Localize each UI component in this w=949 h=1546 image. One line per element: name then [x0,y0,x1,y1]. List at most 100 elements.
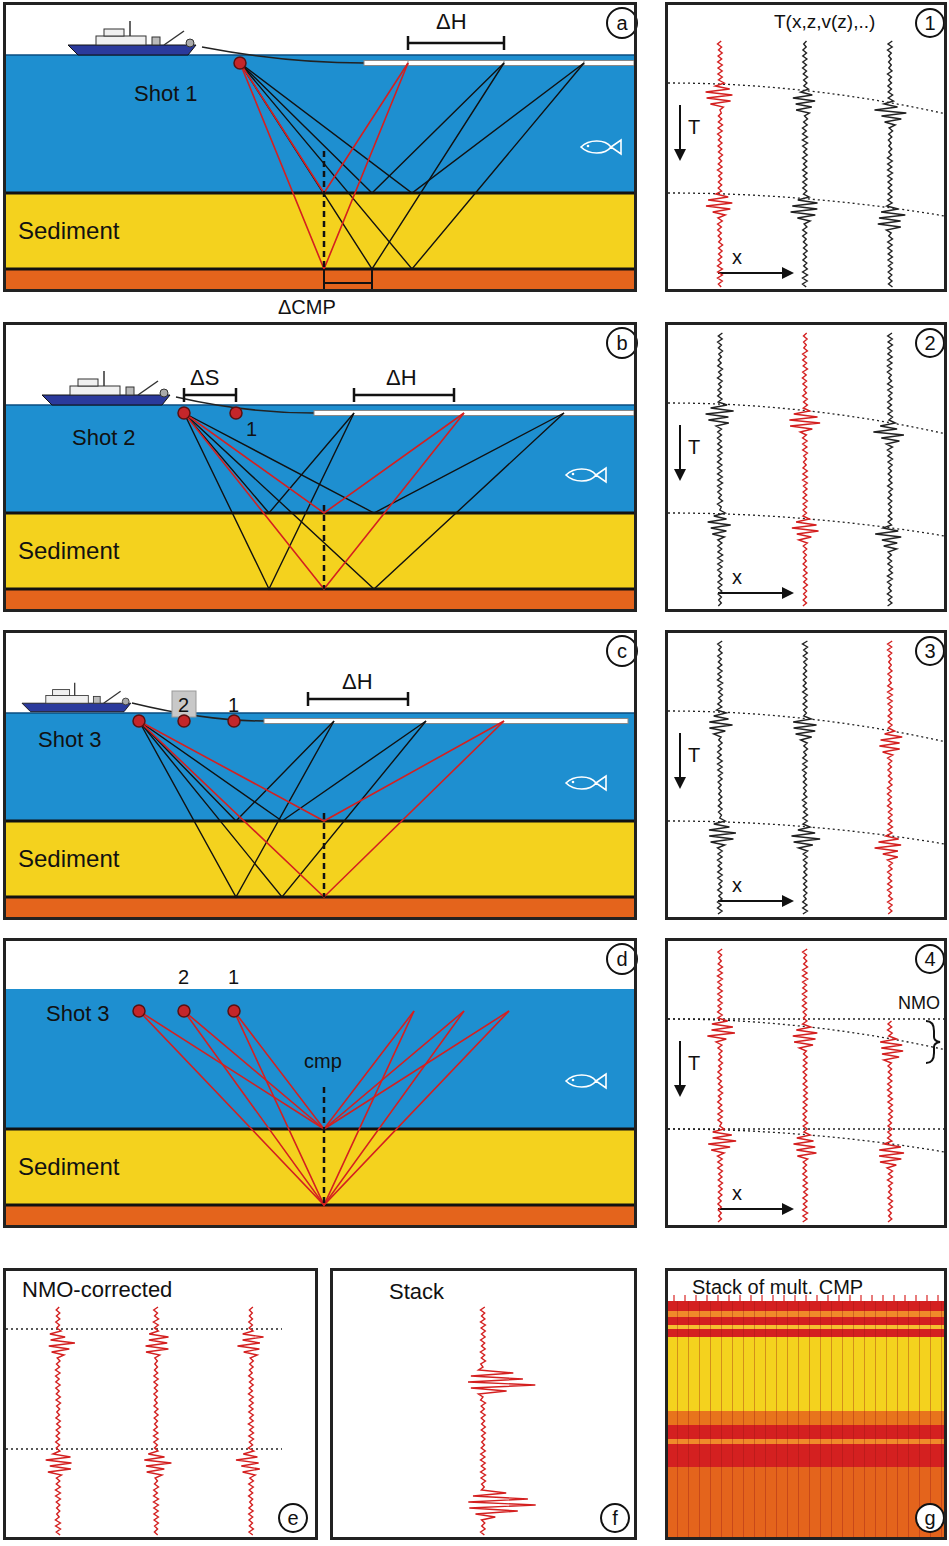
illustration-polyline [234,1011,414,1205]
illustration-rect [668,1467,944,1537]
traveltime-curve [6,1448,282,1449]
illustration-rect [668,1311,944,1317]
illustration-path [721,1301,722,1537]
illustration-g [408,60,584,66]
illustration-path [732,1301,733,1537]
illustration-path [677,1301,678,1537]
illustration-line [926,1295,928,1301]
illustration-circle [279,1504,307,1532]
illustration-line [408,42,504,45]
illustration-line [323,151,326,269]
figure-panel: cShot 321ΔHSediment [3,630,637,920]
illustration-line [323,505,326,589]
panel-label: NMO [898,993,940,1015]
figure-panel: Stackf [330,1268,637,1540]
illustration-circle [916,9,944,37]
panel-letter: a [607,11,637,35]
seismic-trace [707,949,736,1222]
illustration-line [323,269,325,289]
illustration-polyline [184,413,354,513]
panel-label: x [732,565,742,589]
illustration-line [871,1295,873,1301]
figure-panel: 3Tx [665,630,947,920]
seismic-trace [468,1307,536,1535]
illustration-g [184,413,464,589]
axis-arrow [782,267,794,279]
illustration-path [798,1301,799,1537]
seismic-traces [6,41,944,1535]
panel-label: T [688,743,700,767]
illustration-circle [607,944,637,974]
illustration-path [743,1301,744,1537]
panel-label: Stack [389,1279,444,1305]
illustration-path [875,1301,876,1537]
illustration-line [6,1204,634,1207]
illustration-line [324,282,372,284]
offset-axis [718,1208,786,1210]
illustration-rect [668,1325,944,1329]
illustration-line [407,692,410,706]
figure-panel: 1T(x,z,v(z),..)Tx [665,2,947,292]
illustration-use [68,21,196,55]
illustration-line [184,394,236,397]
illustration-g [139,721,426,897]
illustration-line [6,588,634,591]
stack-image [668,1271,944,1537]
panel-letter: 4 [915,947,945,971]
traveltime-curve [6,1328,282,1329]
axis-arrow [674,1085,686,1097]
trace-panels-art [916,9,944,1063]
illustration-rect [6,1129,634,1205]
axis-arrow [782,1203,794,1215]
panel-label: ΔH [342,669,373,695]
illustration-rect [6,405,634,513]
illustration-path [202,47,364,63]
illustration-g [240,63,408,269]
illustration-line [323,813,326,897]
offset-axis [718,900,786,902]
illustration-path [787,1301,788,1537]
illustration-path [809,1301,810,1537]
panel-label: T(x,z,v(z),..) [774,11,875,34]
illustration-rect [6,589,634,609]
illustration-path [853,1301,854,1537]
illustration-line [6,512,634,515]
panel-label: 2 [178,693,189,717]
seismic-trace [789,333,820,606]
illustration-use [133,1005,145,1017]
illustration-g [308,692,408,706]
panel-letter: c [607,639,637,663]
panel-label: x [732,873,742,897]
seismic-trace [791,41,818,287]
axis-arrow [782,587,794,599]
panel-label: Sediment [18,217,119,246]
illustration-line [684,1295,686,1301]
illustration-g [916,9,944,37]
illustration-line [6,712,634,714]
offset-axis [718,272,786,274]
illustration-line [915,1295,917,1301]
illustration-polyline [240,63,504,193]
illustration-circle [607,328,637,358]
seismic-trace [144,1307,171,1535]
illustration-use [178,715,190,727]
illustration-rect [264,719,628,724]
illustration-path [699,1301,700,1537]
illustration-path [132,703,264,721]
illustration-line [183,388,186,402]
illustration-g [916,637,944,665]
panel-label: T [688,1051,700,1075]
illustration-use [581,140,621,154]
illustration-polyline [184,413,464,513]
illustration-use [42,371,170,405]
seismic-trace [875,41,907,287]
illustration-g [916,329,944,357]
panel-label: 1 [228,965,239,989]
axis-arrow [674,149,686,161]
illustration-polyline [184,413,564,589]
illustration-line [308,698,408,701]
illustration-rect [6,989,634,1129]
illustration-rect [668,1337,944,1411]
illustration-path [842,1301,843,1537]
